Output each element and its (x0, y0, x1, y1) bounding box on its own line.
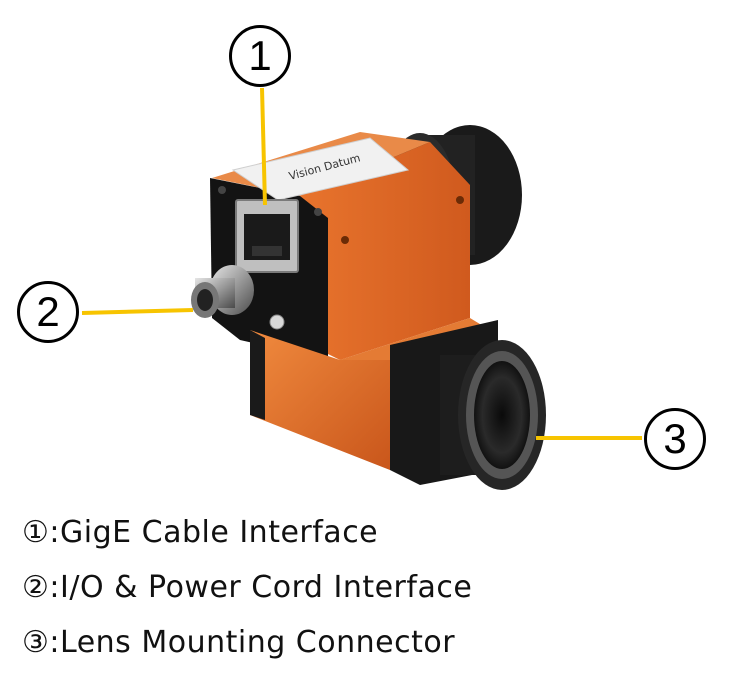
lower-body-front (250, 330, 390, 470)
callout-marker-2: 2 (17, 281, 79, 343)
status-led (269, 314, 285, 330)
callout-marker-1: 1 (229, 25, 291, 87)
ethernet-port (235, 199, 299, 273)
camera-photo: Vision Datum (81, 87, 642, 490)
legend-item-lens-mount: ③:Lens Mounting Connector (22, 615, 722, 670)
legend-item-gige: ①:GigE Cable Interface (22, 505, 722, 560)
legend-item-io-power: ②:I/O & Power Cord Interface (22, 560, 722, 615)
legend-marker: ① (22, 515, 50, 550)
legend-text: :Lens Mounting Connector (49, 625, 456, 660)
upper-body-side (300, 142, 470, 360)
legend-marker: ② (22, 570, 50, 605)
legend: ①:GigE Cable Interface ②:I/O & Power Cor… (22, 505, 722, 670)
legend-text: :I/O & Power Cord Interface (49, 570, 473, 605)
callout-line-2 (81, 308, 194, 315)
io-connector (191, 265, 254, 318)
lower-lens-tube (440, 340, 546, 490)
callout-line-1 (260, 87, 267, 206)
legend-text: :GigE Cable Interface (49, 515, 379, 550)
callout-marker-3: 3 (644, 408, 706, 470)
callout-lines (81, 87, 642, 440)
legend-marker: ③ (22, 625, 50, 660)
